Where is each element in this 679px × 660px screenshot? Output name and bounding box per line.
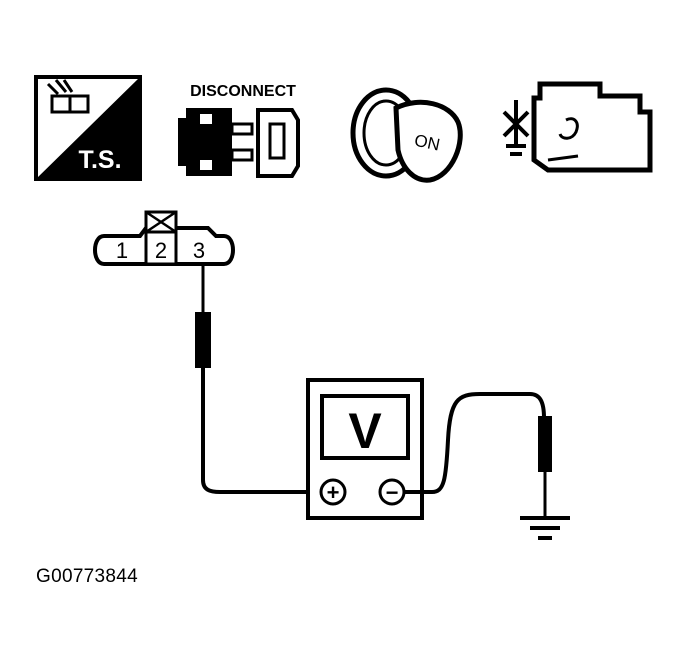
pin-3-label: 3 — [193, 238, 205, 263]
ts-label: T.S. — [78, 146, 121, 174]
pin-1-label: 1 — [116, 238, 128, 263]
engine-icon — [502, 81, 653, 173]
ignition-key-icon: ON — [350, 87, 463, 183]
meter-mode-label: V — [348, 403, 382, 459]
figure-id: G00773844 — [36, 566, 139, 587]
ts-icon: T.S. — [34, 75, 142, 181]
disconnect-icon: DISCONNECT — [178, 83, 300, 178]
connector-face: 1 2 3 — [93, 210, 235, 266]
positive-probe — [195, 266, 318, 494]
negative-probe — [404, 392, 552, 516]
ignition-label: ON — [413, 131, 442, 155]
disconnect-label: DISCONNECT — [190, 83, 296, 100]
negative-terminal-symbol: − — [386, 480, 399, 505]
positive-terminal — [319, 478, 347, 506]
pin-2-label: 2 — [155, 238, 167, 263]
positive-terminal-symbol: + — [327, 480, 340, 505]
ground-icon — [520, 516, 570, 540]
voltmeter: V + − — [306, 378, 424, 520]
